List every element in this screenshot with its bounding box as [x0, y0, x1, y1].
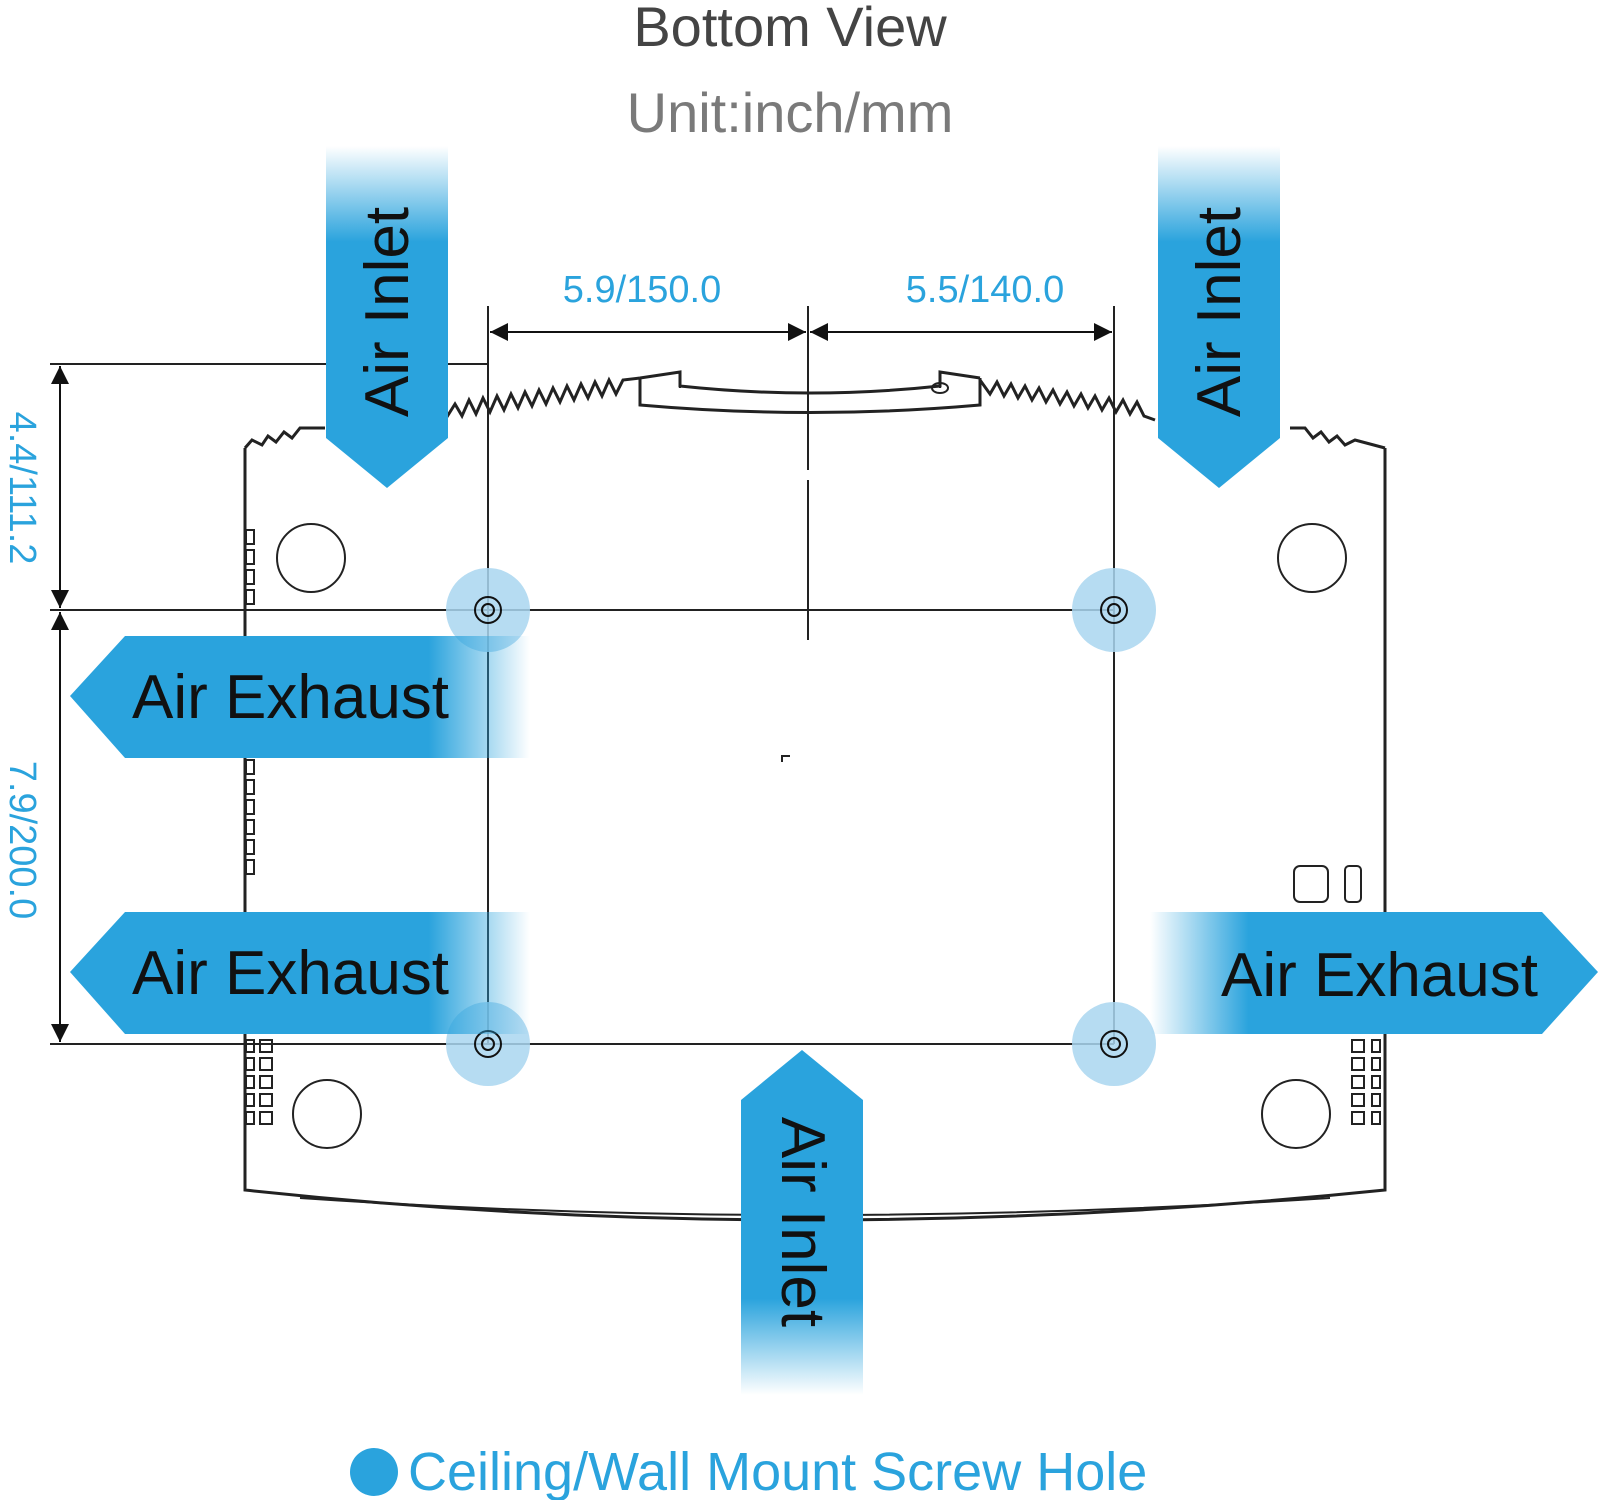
legend-label: Ceiling/Wall Mount Screw Hole	[408, 1442, 1147, 1500]
air-inlet-label: Air Inlet	[768, 1117, 837, 1327]
screw-hole-top-right	[1072, 568, 1156, 652]
legend: Ceiling/Wall Mount Screw Hole	[350, 1442, 1147, 1500]
air-exhaust-arrow-left-upper: Air Exhaust	[70, 636, 530, 758]
dimension-left-lower: 7.9/200.0	[1, 761, 43, 919]
center-mark	[781, 755, 790, 762]
foot-bottom-right	[1261, 1079, 1331, 1149]
port-cover	[1293, 865, 1329, 903]
foot-bottom-left	[292, 1079, 362, 1149]
unit-label: Unit:inch/mm	[627, 81, 954, 144]
port-slot	[1344, 865, 1362, 903]
dimension-top-left: 5.9/150.0	[563, 269, 721, 311]
legend-dot	[350, 1448, 398, 1496]
dimension-top-right: 5.5/140.0	[906, 269, 1064, 311]
air-exhaust-label: Air Exhaust	[1221, 941, 1538, 1010]
diagram-title: Bottom View	[633, 0, 947, 58]
air-inlet-arrow-top-right: Air Inlet	[1158, 146, 1280, 488]
air-inlet-label: Air Inlet	[353, 207, 422, 417]
dimension-left-upper: 4.4/111.2	[1, 412, 43, 565]
air-exhaust-label: Air Exhaust	[132, 939, 449, 1008]
screw-hole-top-left	[446, 568, 530, 652]
foot-top-left	[276, 523, 346, 593]
dimension-lines	[51, 323, 1112, 1042]
air-exhaust-arrow-right: Air Exhaust	[1150, 912, 1598, 1034]
air-inlet-arrow-bottom: Air Inlet	[741, 1050, 863, 1395]
air-exhaust-label: Air Exhaust	[132, 663, 449, 732]
foot-top-right	[1277, 523, 1347, 593]
air-inlet-label: Air Inlet	[1185, 207, 1254, 417]
air-exhaust-arrow-left-lower: Air Exhaust	[70, 912, 530, 1034]
air-inlet-arrow-top-left: Air Inlet	[326, 146, 448, 488]
screw-hole-bottom-right	[1072, 1002, 1156, 1086]
